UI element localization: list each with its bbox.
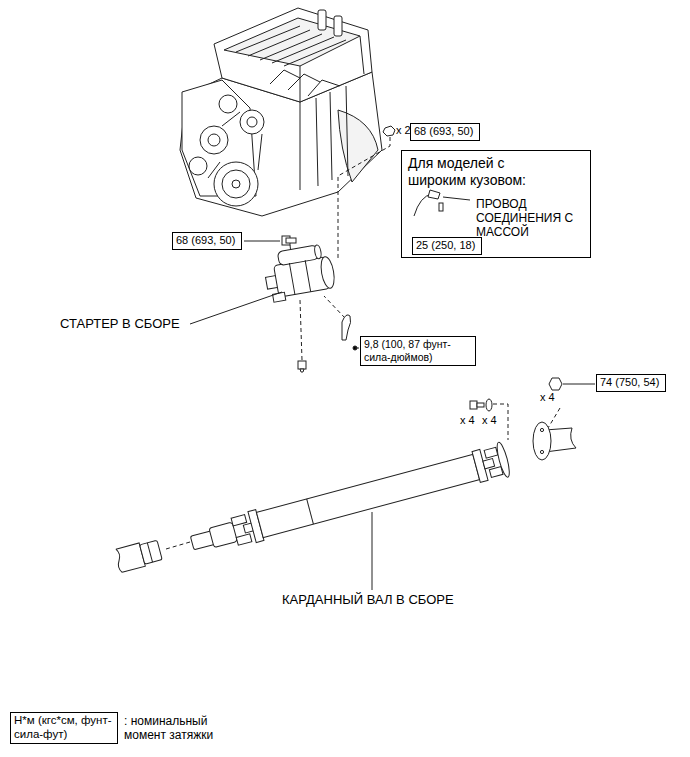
torque-box: 9,8 (100, 87 фунт-сила-дюймов): [360, 336, 476, 366]
torque-box: 68 (693, 50): [410, 123, 480, 141]
torque-value: 68 (693, 50): [414, 125, 476, 138]
starter-drawing: [262, 243, 337, 303]
transmission-sleeve: [114, 538, 163, 573]
note-heading: Для моделей с широким кузовом:: [408, 155, 540, 189]
propeller-shaft-drawing: [188, 441, 512, 560]
torque-value: 68 (693, 50): [176, 234, 238, 247]
torque-value: 9,8 (100, 87 фунт-сила-дюймов): [364, 338, 472, 363]
quantity-label: x 4: [460, 414, 475, 427]
bolt-symbol: [298, 361, 306, 372]
quantity-label: x 2: [396, 124, 411, 137]
legend-box: Н*м (кгс*см, фунт-сила-фут): [10, 712, 118, 744]
ground-wire-symbol: [414, 190, 470, 216]
torque-value: 25 (250, 18): [416, 239, 478, 252]
bolt-symbol: [244, 236, 296, 245]
differential-flange: [533, 422, 576, 460]
torque-value: Н*м (кгс*см, фунт-сила-фут): [14, 714, 114, 742]
quantity-label: x 4: [482, 414, 497, 427]
part-name: СТАРТЕР В СБОРЕ: [60, 316, 180, 332]
bolt-symbol: [470, 378, 595, 411]
part-name: ПРОВОД СОЕДИНЕНИЯ С МАССОЙ: [476, 197, 584, 240]
torque-box: 74 (750, 54): [596, 374, 666, 392]
leader-line: [190, 292, 282, 324]
bolt-symbol: [383, 126, 395, 136]
terminal-lug: [342, 315, 359, 350]
note-box: Для моделей с широким кузовом: ПРОВОД СОЕ…: [401, 150, 591, 258]
torque-box: 25 (250, 18): [412, 237, 482, 255]
leader-line: [372, 512, 373, 590]
torque-box: 68 (693, 50): [172, 232, 242, 250]
engine-drawing: [180, 8, 382, 216]
legend-text: : номинальный момент затяжки: [124, 714, 236, 743]
part-name: КАРДАННЫЙ ВАЛ В СБОРЕ: [282, 592, 454, 608]
quantity-label: x 4: [540, 391, 555, 404]
torque-value: 74 (750, 54): [600, 376, 662, 389]
